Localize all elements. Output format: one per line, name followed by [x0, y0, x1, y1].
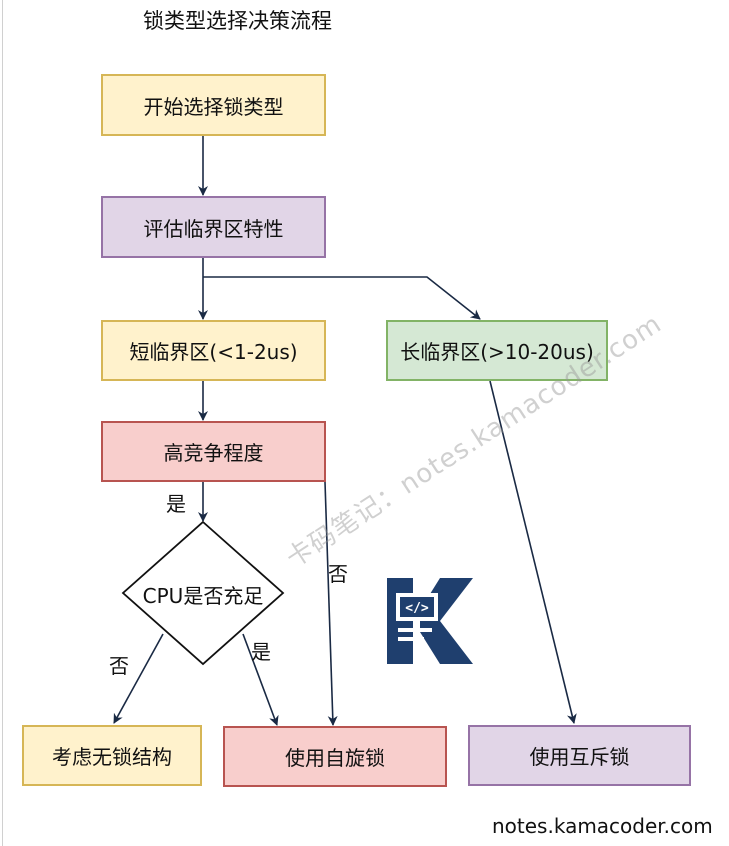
node-mutex-label: 使用互斥锁: [529, 745, 630, 769]
edge-cpu-to-lockfree: [113, 633, 164, 724]
kamacoder-logo-icon: </>: [387, 578, 473, 664]
edge-label-cpu-yes: 是: [251, 640, 271, 664]
left-border-line: [2, 0, 3, 846]
node-long-section-label: 长临界区(>10-20us): [400, 340, 594, 364]
node-spinlock: 使用自旋锁: [223, 726, 447, 787]
svg-text:</>: </>: [405, 601, 429, 616]
node-contention: 高竞争程度: [101, 421, 326, 482]
edge-label-contention-no: 否: [328, 562, 348, 586]
edge-long-to-mutex: [489, 380, 577, 724]
node-long-section: 长临界区(>10-20us): [386, 320, 608, 381]
node-lock-free-label: 考虑无锁结构: [52, 745, 172, 769]
node-lock-free: 考虑无锁结构: [22, 725, 202, 786]
edge-cpu-to-spinlock: [242, 633, 279, 726]
diagram-title: 锁类型选择决策流程: [143, 9, 332, 33]
node-start: 开始选择锁类型: [101, 74, 326, 136]
edge-label-cpu-no: 否: [109, 654, 129, 678]
node-short-section: 短临界区(<1-2us): [101, 320, 326, 381]
edge-evaluate-to-long: [203, 276, 481, 320]
edge-contention-to-spinlock: [324, 481, 338, 726]
node-mutex: 使用互斥锁: [468, 725, 691, 786]
cpu-decision-diamond: [121, 520, 285, 666]
node-cpu-question-label: CPU是否充足: [142, 584, 264, 608]
node-evaluate-label: 评估临界区特性: [143, 216, 284, 241]
node-start-label: 开始选择锁类型: [143, 94, 284, 119]
node-evaluate: 评估临界区特性: [101, 196, 326, 258]
edge-label-contention-yes: 是: [166, 492, 186, 516]
node-spinlock-label: 使用自旋锁: [285, 746, 385, 770]
node-short-section-label: 短临界区(<1-2us): [129, 340, 298, 364]
footer-url: notes.kamacoder.com: [492, 814, 713, 838]
node-contention-label: 高竞争程度: [163, 441, 264, 465]
